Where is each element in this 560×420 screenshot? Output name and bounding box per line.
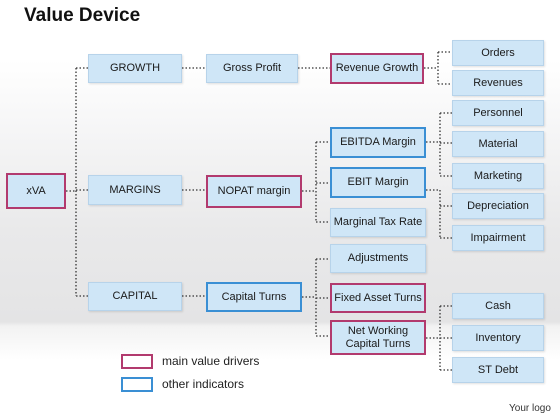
node-net-working-capital-turns: Net Working Capital Turns <box>330 320 426 355</box>
legend-main-swatch <box>121 354 153 369</box>
node-inventory: Inventory <box>452 325 544 351</box>
node-marginal-tax-rate: Marginal Tax Rate <box>330 208 426 237</box>
node-fixed-asset-turns: Fixed Asset Turns <box>330 283 426 313</box>
node-nopat-margin: NOPAT margin <box>206 175 302 208</box>
legend-main-label: main value drivers <box>162 354 260 368</box>
node-ebit-margin: EBIT Margin <box>330 167 426 198</box>
node-gross-profit: Gross Profit <box>206 54 298 83</box>
node-personnel: Personnel <box>452 100 544 126</box>
node-revenue-growth: Revenue Growth <box>330 53 424 84</box>
node-st-debt: ST Debt <box>452 357 544 383</box>
node-cash: Cash <box>452 293 544 319</box>
node-margins: MARGINS <box>88 175 182 205</box>
node-adjustments: Adjustments <box>330 244 426 273</box>
node-growth: GROWTH <box>88 54 182 83</box>
logo-text: Your logo <box>509 403 551 414</box>
node-xva: xVA <box>6 173 66 209</box>
node-depreciation: Depreciation <box>452 193 544 219</box>
node-revenues: Revenues <box>452 70 544 96</box>
node-ebitda-margin: EBITDA Margin <box>330 127 426 158</box>
node-impairment: Impairment <box>452 225 544 251</box>
node-material: Material <box>452 131 544 157</box>
slide-title: Value Device <box>24 5 141 26</box>
node-capital: CAPITAL <box>88 282 182 311</box>
node-capital-turns: Capital Turns <box>206 282 302 312</box>
legend-other-label: other indicators <box>162 377 245 391</box>
node-orders: Orders <box>452 40 544 66</box>
legend-other-swatch <box>121 377 153 392</box>
node-marketing: Marketing <box>452 163 544 189</box>
